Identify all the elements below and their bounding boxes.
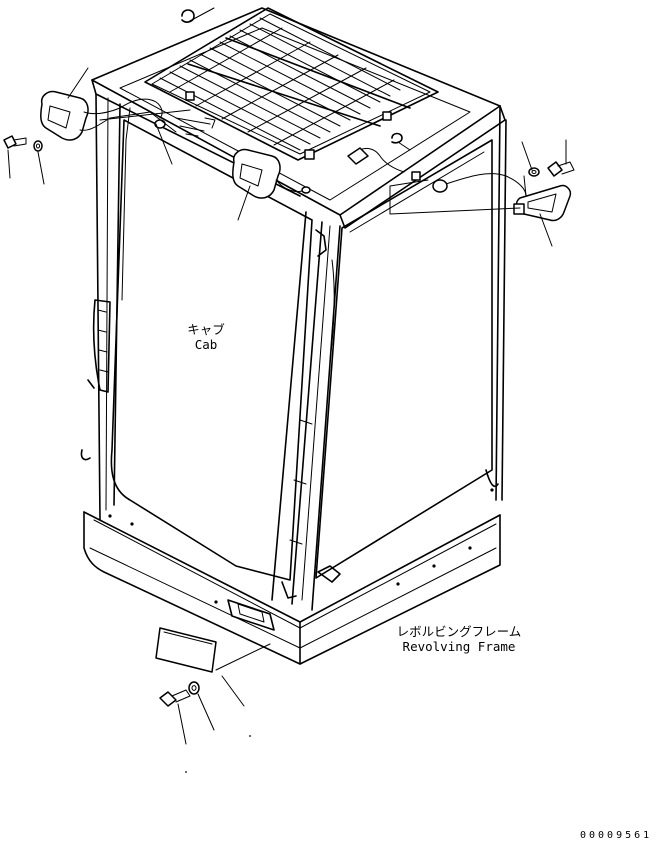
cab-roof xyxy=(91,7,506,229)
bolt-cover-plate xyxy=(159,689,191,707)
work-lamp-center xyxy=(232,148,311,199)
cover-plate xyxy=(155,627,217,673)
bolt-left-lamp xyxy=(3,135,27,149)
washer-rear-lamp xyxy=(528,167,540,177)
washer-cover-plate xyxy=(188,681,200,695)
roof-hook xyxy=(181,7,215,23)
work-lamp-left xyxy=(40,90,121,141)
cab-label-en: Cab xyxy=(194,337,218,352)
revolving-frame-label: レボルビングフレーム Revolving Frame xyxy=(386,624,532,654)
roof-hatch-panel xyxy=(144,7,439,161)
roof-decal xyxy=(175,117,216,137)
cab-label-jp: キャブ xyxy=(187,322,225,337)
lamp-wiring-rear xyxy=(347,132,527,215)
cab-body xyxy=(80,93,507,665)
cab-label: キャブ Cab xyxy=(174,322,238,352)
tick-mark xyxy=(249,735,251,737)
part-leader-lines xyxy=(7,67,567,745)
work-lamp-rear-right xyxy=(513,175,572,222)
tick-mark xyxy=(185,771,187,773)
revolving-frame-label-en: Revolving Frame xyxy=(402,639,516,654)
drawing-code: 00009561 xyxy=(580,830,653,841)
cover-plate-leader xyxy=(215,643,271,671)
bolt-rear-lamp xyxy=(547,161,575,177)
lamp-wiring-front xyxy=(99,98,191,133)
revolving-frame-label-jp: レボルビングフレーム xyxy=(396,624,522,639)
washer-left-lamp xyxy=(33,140,43,152)
